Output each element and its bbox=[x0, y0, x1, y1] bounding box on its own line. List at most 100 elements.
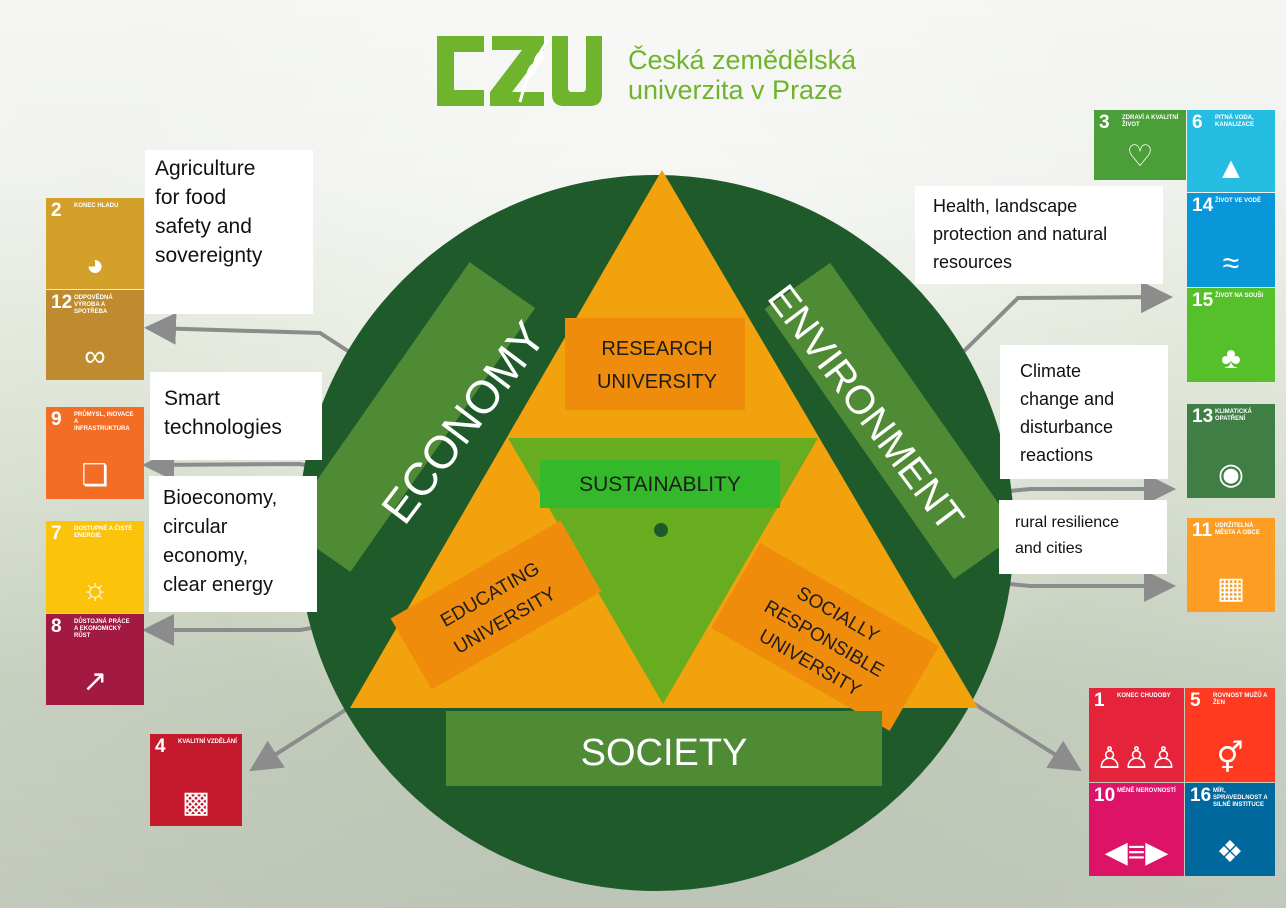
sdg5-tile: 5 ROVNOST MUŽŮ A ŽEN ⚥ bbox=[1185, 688, 1275, 782]
socially-label-box bbox=[711, 543, 939, 731]
cubes-icon: ❏ bbox=[81, 459, 109, 492]
agriculture-textbox: Agriculture for food safety and sovereig… bbox=[145, 150, 313, 314]
agriculture-line: safety and bbox=[155, 215, 252, 238]
health-line: protection and natural bbox=[933, 224, 1108, 244]
arrow-agriculture bbox=[144, 312, 367, 364]
agriculture-line: for food bbox=[155, 186, 227, 209]
rural-line: and cities bbox=[1015, 540, 1083, 557]
bio-line: clear energy bbox=[163, 574, 274, 596]
sdg9-tile: 9 PRŮMYSL, INOVACE A INFRASTRUKTURA ❏ bbox=[46, 407, 144, 499]
climate-line: change and bbox=[1020, 389, 1115, 409]
sdg7-tile: 7 DOSTUPNÉ A ČISTÉ ENERGIE ☼ bbox=[46, 521, 144, 613]
sdg-number: 6 bbox=[1192, 112, 1203, 133]
bioeconomy-textbox: Bioeconomy, circular economy, clear ener… bbox=[149, 476, 317, 612]
university-name: Česká zemědělská univerzita v Praze bbox=[628, 45, 856, 105]
sdg12-tile: 12 ODPOVĚDNÁ VÝROBA A SPOTŘEBA ∞ bbox=[46, 290, 144, 380]
dove-icon: ❖ bbox=[1216, 836, 1244, 869]
book-icon: ▩ bbox=[181, 786, 211, 819]
sdg-title: KONEC CHUDOBY bbox=[1117, 693, 1171, 699]
sdg-number: 3 bbox=[1099, 112, 1110, 133]
sdg10-tile: 10 MÉNĚ NEROVNOSTÍ ◀≡▶ bbox=[1089, 783, 1184, 876]
water-drop-icon: ▲ bbox=[1216, 152, 1246, 185]
eye-globe-icon: ◉ bbox=[1217, 458, 1245, 491]
czu-logo-mark bbox=[432, 30, 612, 110]
sdg-number: 10 bbox=[1094, 785, 1116, 806]
sdg-number: 5 bbox=[1190, 690, 1201, 711]
city-icon: ▦ bbox=[1216, 572, 1246, 605]
bowl-icon: ◕ bbox=[85, 249, 105, 282]
arrow-health bbox=[956, 281, 1173, 359]
bio-line: Bioeconomy, bbox=[163, 487, 278, 509]
sdg-title: ŽIVOT VE VODĚ bbox=[1215, 198, 1262, 204]
health-line: resources bbox=[933, 252, 1013, 272]
sdg-number: 13 bbox=[1192, 406, 1214, 427]
sdg15-tile: 15 ŽIVOT NA SOUŠI ♣ bbox=[1187, 288, 1275, 382]
sdg1-tile: 1 KONEC CHUDOBY ♙♙♙ bbox=[1089, 688, 1184, 782]
sdg-title: UDRŽITELNÁ MĚSTA A OBCE bbox=[1215, 523, 1260, 536]
sdg-number: 1 bbox=[1094, 690, 1105, 711]
sdg-number: 2 bbox=[51, 200, 62, 221]
sdg-title: DOSTUPNÉ A ČISTÉ ENERGIE bbox=[74, 526, 133, 539]
sdg-title: MÍR, SPRAVEDLNOST A SILNÉ INSTITUCE bbox=[1213, 788, 1268, 808]
gender-icon: ⚥ bbox=[1216, 742, 1244, 775]
arrow-bio bbox=[142, 614, 336, 646]
sustainability-label-box bbox=[540, 460, 780, 508]
sdg-title: PRŮMYSL, INOVACE A INFRASTRUKTURA bbox=[74, 412, 134, 432]
sdg-number: 12 bbox=[51, 292, 73, 313]
smart-tech-textbox: Smart technologies bbox=[150, 372, 322, 460]
health-textbox: Health, landscape protection and natural… bbox=[915, 186, 1163, 284]
arrow-society-sdgs bbox=[966, 698, 1082, 772]
equality-icon: ◀≡▶ bbox=[1104, 836, 1169, 869]
sdg-number: 8 bbox=[51, 616, 62, 637]
climate-line: reactions bbox=[1020, 445, 1094, 465]
agriculture-line: sovereignty bbox=[155, 244, 263, 267]
sdg-number: 16 bbox=[1190, 785, 1212, 806]
arrow-climate bbox=[999, 473, 1176, 505]
agriculture-line: Agriculture bbox=[155, 157, 256, 180]
climate-textbox: Climate change and disturbance reactions bbox=[1000, 345, 1168, 479]
sdg13-tile: 13 KLIMATICKÁ OPATŘENÍ ◉ bbox=[1187, 404, 1275, 498]
educating-label-box bbox=[390, 520, 602, 690]
sustainability-label: SUSTAINABLITY bbox=[579, 473, 741, 496]
sdg4-tile: 4 KVALITNÍ VZDĚLÁNÍ ▩ bbox=[150, 734, 242, 826]
sun-power-icon: ☼ bbox=[81, 573, 109, 606]
research-label-line1: RESEARCH bbox=[601, 338, 712, 360]
rural-textbox: rural resilience and cities bbox=[999, 500, 1167, 574]
sdg-number: 14 bbox=[1192, 195, 1214, 216]
society-pillar bbox=[446, 711, 882, 786]
environment-pillar bbox=[764, 262, 1020, 580]
research-label-box bbox=[565, 318, 745, 410]
climate-line: Climate bbox=[1020, 361, 1082, 381]
research-label-line2: UNIVERSITY bbox=[597, 371, 717, 393]
sdg-title: PITNÁ VODA, KANALIZACE bbox=[1215, 115, 1254, 128]
sdg3-tile: 3 ZDRAVÍ A KVALITNÍ ŽIVOT ♡ bbox=[1094, 110, 1186, 180]
smart-line: Smart bbox=[164, 387, 221, 410]
bio-line: circular bbox=[163, 516, 228, 538]
family-icon: ♙♙♙ bbox=[1096, 742, 1177, 775]
infinity-icon: ∞ bbox=[84, 340, 106, 373]
university-name-line2: univerzita v Praze bbox=[628, 75, 843, 105]
sdg-number: 9 bbox=[51, 409, 62, 430]
sdg14-tile: 14 ŽIVOT VE VODĚ ≈ bbox=[1187, 193, 1275, 287]
sdg-number: 7 bbox=[51, 523, 62, 544]
center-dot bbox=[654, 523, 668, 537]
sdg-title: ODPOVĚDNÁ VÝROBA A SPOTŘEBA bbox=[74, 295, 113, 315]
university-name-line1: Česká zemědělská bbox=[628, 45, 857, 75]
arrow-education bbox=[249, 705, 352, 772]
sdg-title: KLIMATICKÁ OPATŘENÍ bbox=[1215, 409, 1252, 422]
sdg-title: DŮSTOJNÁ PRÁCE A EKONOMICKÝ RŮST bbox=[74, 619, 130, 639]
rural-line: rural resilience bbox=[1015, 514, 1120, 531]
sdg2-tile: 2 KONEC HLADU ◕ bbox=[46, 198, 144, 289]
economy-pillar bbox=[284, 262, 536, 572]
sdg-number: 11 bbox=[1192, 520, 1213, 541]
sdg-number: 15 bbox=[1192, 290, 1214, 311]
sdg-title: KVALITNÍ VZDĚLÁNÍ bbox=[178, 739, 237, 745]
fish-icon: ≈ bbox=[1222, 247, 1240, 280]
sdg-title: ROVNOST MUŽŮ A ŽEN bbox=[1213, 693, 1268, 706]
bio-line: economy, bbox=[163, 545, 249, 567]
sdg-title: KONEC HLADU bbox=[74, 203, 119, 209]
sdg-number: 4 bbox=[155, 736, 166, 757]
heartbeat-icon: ♡ bbox=[1126, 140, 1154, 173]
society-label: SOCIETY bbox=[581, 732, 748, 774]
